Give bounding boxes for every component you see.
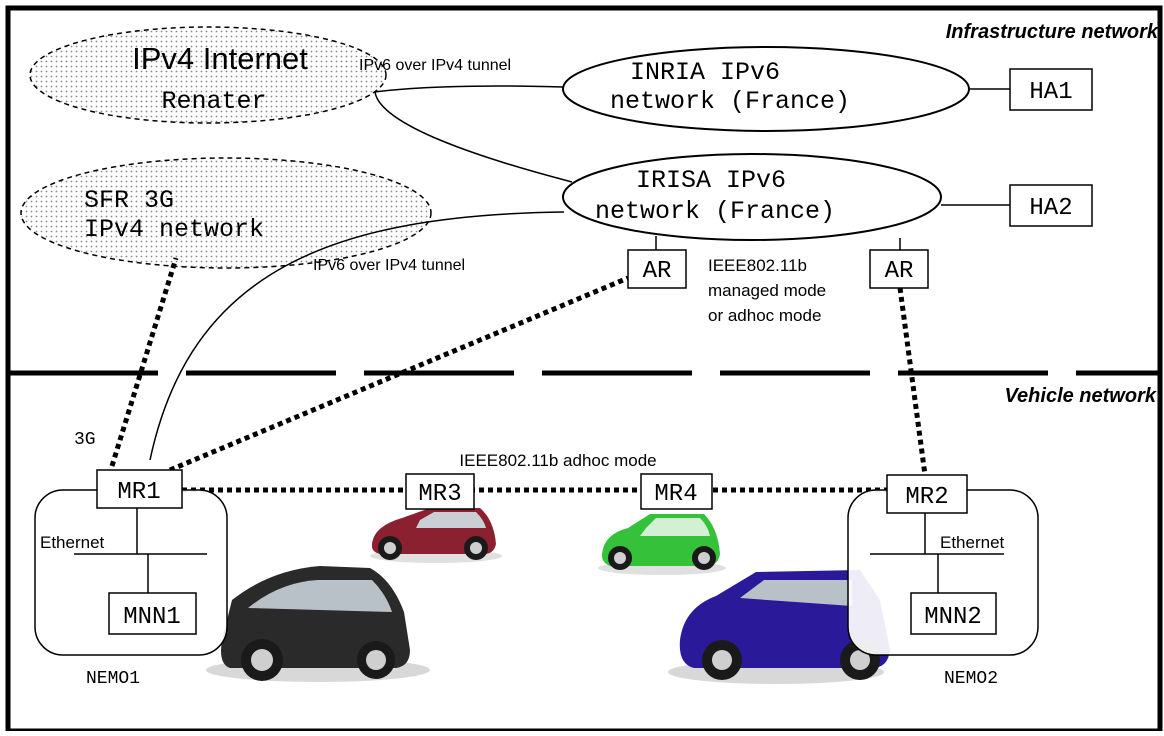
mnn2-label: MNN2 [924, 604, 982, 631]
ar2-mr2-wifi-link [897, 287, 928, 476]
car-blue [668, 570, 890, 684]
car-green [598, 514, 726, 575]
nemo2-ethernet-label: Ethernet [940, 533, 1005, 552]
infrastructure-network-label: Infrastructure network [946, 21, 1159, 43]
sfr-cloud-line2: IPv4 network [84, 215, 264, 244]
irisa-network-line1: IRISA IPv6 [636, 166, 786, 195]
tunnel-top-label: IPv6 over IPv4 tunnel [359, 57, 511, 74]
wifi-mode-line1: IEEE802.11b [708, 256, 807, 275]
tunnel-bottom-label: IPv6 over IPv4 tunnel [313, 257, 465, 274]
internet-cloud-subtitle: Renater [161, 87, 266, 116]
ar2-label: AR [885, 258, 914, 285]
ha2-label: HA2 [1029, 195, 1072, 222]
wifi-mode-line3: or adhoc mode [708, 306, 821, 325]
ha2-box [1009, 184, 1093, 227]
mr3-box [405, 473, 475, 510]
wifi-mode-line2: managed mode [708, 281, 826, 300]
inria-network-line1: INRIA IPv6 [630, 58, 780, 87]
mnn1-box [108, 592, 197, 635]
ar1-label: AR [643, 258, 672, 285]
inria-network-line2: network (France) [610, 87, 850, 116]
ar2-box [869, 249, 929, 289]
irisa-network-ellipse [562, 153, 942, 241]
mnn2-box [910, 592, 997, 635]
mr3-label: MR3 [418, 481, 461, 508]
mr2-box [886, 474, 968, 514]
mr4-box [640, 473, 713, 510]
mr1-ar1-wifi-link [169, 275, 629, 473]
mr1-box [96, 469, 183, 509]
mr4-label: MR4 [654, 481, 697, 508]
car-black [206, 566, 430, 682]
mr1-3g-link [109, 257, 179, 467]
mr1-irisa-tunnel [149, 211, 565, 461]
internet-cloud-title: IPv4 Internet [132, 41, 308, 76]
mnn1-label: MNN1 [123, 604, 181, 631]
internet-irisa-tunnel [374, 91, 573, 183]
ipv4-internet-cloud [29, 26, 387, 124]
mr1-label: MR1 [117, 479, 160, 506]
link-3g-label: 3G [74, 430, 96, 450]
mr2-label: MR2 [905, 484, 948, 511]
internet-inria-link [374, 85, 564, 93]
vehicle-network-label: Vehicle network [1004, 385, 1156, 407]
ar1-box [627, 249, 687, 289]
ha1-label: HA1 [1029, 79, 1072, 106]
sfr-cloud-line1: SFR 3G [84, 186, 174, 215]
car-red [370, 508, 502, 563]
ha1-box [1009, 68, 1093, 111]
nemo1-ethernet-label: Ethernet [40, 533, 105, 552]
sfr-3g-cloud [20, 157, 432, 269]
adhoc-mode-label: IEEE802.11b adhoc mode [459, 451, 656, 470]
irisa-network-line2: network (France) [595, 197, 835, 226]
nemo1-label: NEMO1 [86, 669, 140, 689]
nemo2-label: NEMO2 [944, 669, 998, 689]
